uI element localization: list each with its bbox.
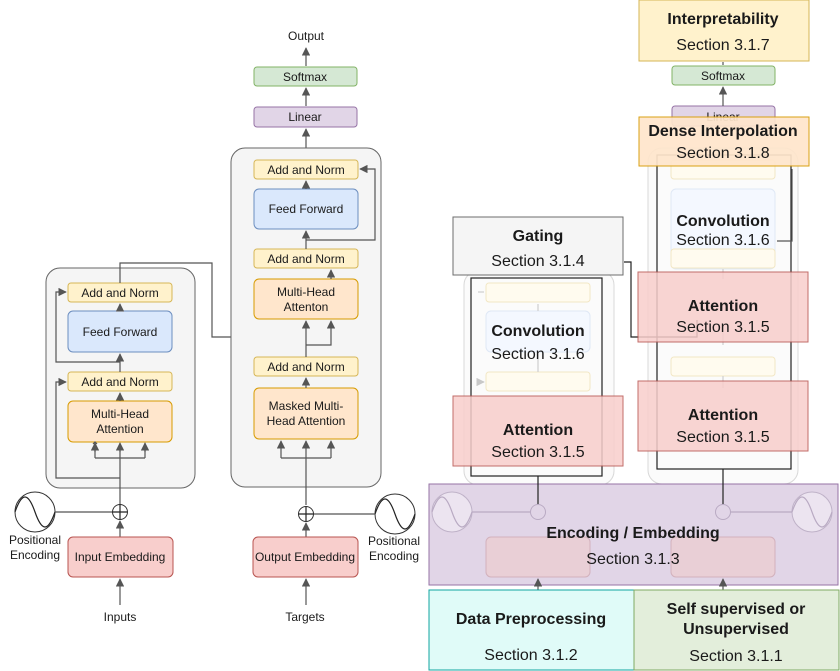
decoder-feed-forward-label: Feed Forward [269, 202, 344, 216]
encoder-feed-forward-label: Feed Forward [83, 325, 158, 339]
output-embedding-label: Output Embedding [255, 550, 355, 564]
decoder-add-norm-top [253, 159, 359, 180]
decoder-add-norm-mid-label: Add and Norm [267, 252, 344, 266]
decoder-masked-label-2: Head Attention [267, 414, 346, 428]
encoder-stack-outline [470, 277, 603, 477]
attention-left-box [452, 395, 624, 467]
encoder-multi-head-label-2: Attention [96, 422, 143, 436]
interpretability-title: Interpretability [667, 11, 778, 28]
convolution-right-title: Convolution [676, 213, 769, 230]
pos-enc-left-label-1: Positional [9, 533, 61, 547]
encoder-add-norm-bottom-label: Add and Norm [81, 375, 158, 389]
decoder-masked-label-1: Masked Multi- [269, 399, 344, 413]
self-supervised-section: Section 3.1.1 [689, 648, 783, 665]
self-supervised-title-2: Unsupervised [683, 621, 789, 638]
gating-box [452, 216, 624, 276]
taxonomy-overlay: Softmax Linear Interpretability Section … [428, 0, 840, 671]
decoder-multi-head-label-2: Attenton [284, 300, 329, 314]
attention-right-bottom-section: Section 3.1.5 [676, 429, 770, 446]
input-embedding-label: Input Embedding [75, 550, 166, 564]
dense-interpolation-section: Section 3.1.8 [676, 145, 770, 162]
convolution-left-title: Convolution [491, 323, 584, 340]
output-label: Output [288, 29, 325, 43]
pos-enc-left-label-2: Encoding [10, 548, 60, 562]
attention-right-bottom-title: Attention [688, 407, 758, 424]
softmax-label: Softmax [283, 70, 327, 84]
pos-enc-right-label-1: Positional [368, 534, 420, 548]
encoding-embedding-section: Section 3.1.3 [586, 551, 680, 568]
data-preprocessing-title: Data Preprocessing [456, 611, 606, 628]
attention-right-bottom-box [637, 380, 809, 452]
encoder-multi-head-label-1: Multi-Head [91, 407, 149, 421]
targets-label: Targets [285, 610, 324, 624]
data-preprocessing-box [428, 589, 635, 671]
input-embedding-box [67, 536, 174, 578]
data-preprocessing-section: Section 3.1.2 [484, 647, 578, 664]
output-embedding-box [252, 536, 359, 578]
gating-section: Section 3.1.4 [491, 253, 585, 270]
dense-interpolation-title: Dense Interpolation [648, 123, 797, 140]
linear-box [253, 106, 358, 128]
softmax-box [253, 66, 358, 87]
self-supervised-box [633, 589, 840, 671]
decoder-multi-head-attention [253, 278, 359, 320]
taxonomy-softmax-label: Softmax [701, 69, 745, 83]
decoder-add-norm-top-label: Add and Norm [267, 163, 344, 177]
linear-label: Linear [288, 110, 321, 124]
convolution-right-section: Section 3.1.6 [676, 232, 770, 249]
dense-interpolation-box [638, 116, 810, 167]
attention-right-top-title: Attention [688, 298, 758, 315]
attention-right-top-box [637, 271, 809, 343]
interpretability-section: Section 3.1.7 [676, 37, 770, 54]
attention-left-title: Attention [503, 422, 573, 439]
gating-title: Gating [513, 228, 564, 245]
inputs-label: Inputs [104, 610, 137, 624]
decoder-multi-head-label-1: Multi-Head [277, 285, 335, 299]
convolution-left-section: Section 3.1.6 [491, 346, 585, 363]
attention-left-section: Section 3.1.5 [491, 444, 585, 461]
transformer-architecture: Output Softmax Linear Add and Norm Feed … [9, 29, 420, 624]
pos-enc-right-label-2: Encoding [369, 549, 419, 563]
interpretability-box [638, 0, 810, 62]
attention-right-top-section: Section 3.1.5 [676, 319, 770, 336]
self-supervised-title-1: Self supervised or [667, 601, 806, 618]
decoder-add-norm-bottom-label: Add and Norm [267, 360, 344, 374]
encoder-add-norm-top-label: Add and Norm [81, 286, 158, 300]
encoding-embedding-title: Encoding / Embedding [546, 525, 719, 542]
